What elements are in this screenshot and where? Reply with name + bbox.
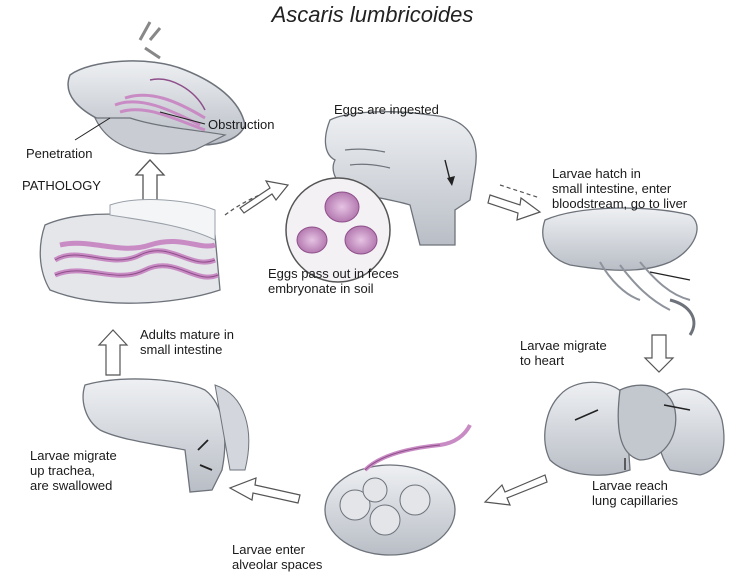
label-obstruction: Obstruction (208, 117, 274, 132)
intestine-adults-figure (40, 200, 220, 304)
label-lung-capillaries: Larvae reach lung capillaries (592, 478, 678, 508)
label-adults-mature: Adults mature in small intestine (140, 327, 234, 357)
label-pathology: PATHOLOGY (22, 178, 101, 193)
alveoli-figure (325, 425, 470, 555)
arrow-trachea-to-adults (99, 330, 127, 375)
label-larvae-hatch: Larvae hatch in small intestine, enter b… (552, 166, 687, 211)
label-larvae-heart: Larvae migrate to heart (520, 338, 607, 368)
label-penetration: Penetration (26, 146, 93, 161)
heart-lungs-figure (545, 382, 724, 475)
label-larvae-trachea: Larvae migrate up trachea, are swallowed (30, 448, 117, 493)
arrow-ingestion-to-liver (488, 185, 540, 220)
intestine-obstruction-figure (68, 22, 245, 154)
label-eggs-ingested: Eggs are ingested (334, 102, 439, 117)
arrow-liver-to-heart (645, 335, 673, 372)
arrow-soil-to-ingestion (225, 181, 288, 215)
arrow-adults-to-pathology (136, 160, 164, 205)
arrow-lungs-to-alveoli (485, 475, 547, 505)
label-eggs-pass: Eggs pass out in feces embryonate in soi… (268, 266, 399, 296)
label-alveolar: Larvae enter alveolar spaces (232, 542, 322, 572)
liver-figure (543, 208, 697, 335)
arrow-alveoli-to-trachea (230, 478, 300, 503)
